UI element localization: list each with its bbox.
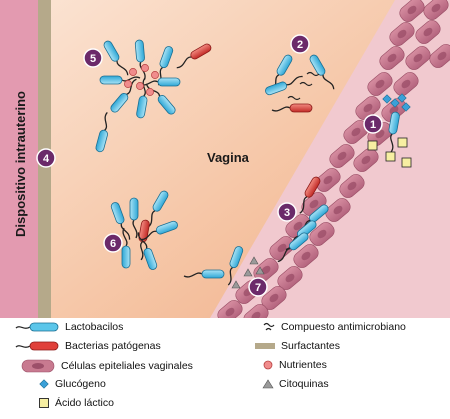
legend-acido-lactico: Ácido láctico xyxy=(38,397,114,409)
legend-citoquinas: Citoquinas xyxy=(262,378,329,390)
legend-glucogeno: Glucógeno xyxy=(38,378,106,390)
group-1-lactic-acid xyxy=(367,93,412,168)
pathogen-icon xyxy=(15,341,59,351)
group-2-antimicrobial xyxy=(263,52,337,113)
legend-patogenas: Bacterias patógenas xyxy=(14,340,161,352)
svg-text:5: 5 xyxy=(90,53,96,65)
legend-compuesto: Compuesto antimicrobiano xyxy=(262,321,406,333)
cytokine-icon xyxy=(262,379,274,389)
svg-text:2: 2 xyxy=(297,39,303,51)
surfactant-icon xyxy=(255,343,275,349)
marker-5: 5 xyxy=(83,48,103,68)
marker-2: 2 xyxy=(290,34,310,54)
marker-4: 4 xyxy=(36,148,56,168)
legend-surfactantes: Surfactantes xyxy=(254,340,340,352)
svg-text:4: 4 xyxy=(43,153,50,165)
intrauterine-device xyxy=(0,0,38,318)
marker-6: 6 xyxy=(103,233,123,253)
legend: Lactobacilos Compuesto antimicrobiano Ba… xyxy=(0,318,450,419)
glycogen-icon xyxy=(39,379,49,389)
svg-text:7: 7 xyxy=(255,282,261,294)
lactic-acid-icon xyxy=(39,398,49,408)
epithelial-cell-icon xyxy=(21,359,55,373)
marker-3: 3 xyxy=(277,202,297,222)
svg-text:3: 3 xyxy=(284,207,290,219)
diagram-canvas: Dispositivo intrauterino Vagina xyxy=(0,0,450,318)
lactobacillus-icon xyxy=(15,322,59,332)
nutrients-cluster xyxy=(124,64,159,96)
device-label: Dispositivo intrauterino xyxy=(13,91,28,237)
marker-1: 1 xyxy=(363,114,383,134)
legend-nutrientes: Nutrientes xyxy=(262,359,327,371)
svg-text:6: 6 xyxy=(110,238,116,250)
antimicrobial-compound-icon xyxy=(263,322,275,331)
legend-lactobacilos: Lactobacilos xyxy=(14,321,123,333)
group-7-cytokines xyxy=(183,244,265,289)
svg-text:1: 1 xyxy=(370,119,376,131)
legend-epiteliales: Células epiteliales vaginales xyxy=(14,359,193,373)
nutrient-icon xyxy=(263,360,273,370)
marker-7: 7 xyxy=(248,277,268,297)
vagina-label: Vagina xyxy=(207,150,250,165)
